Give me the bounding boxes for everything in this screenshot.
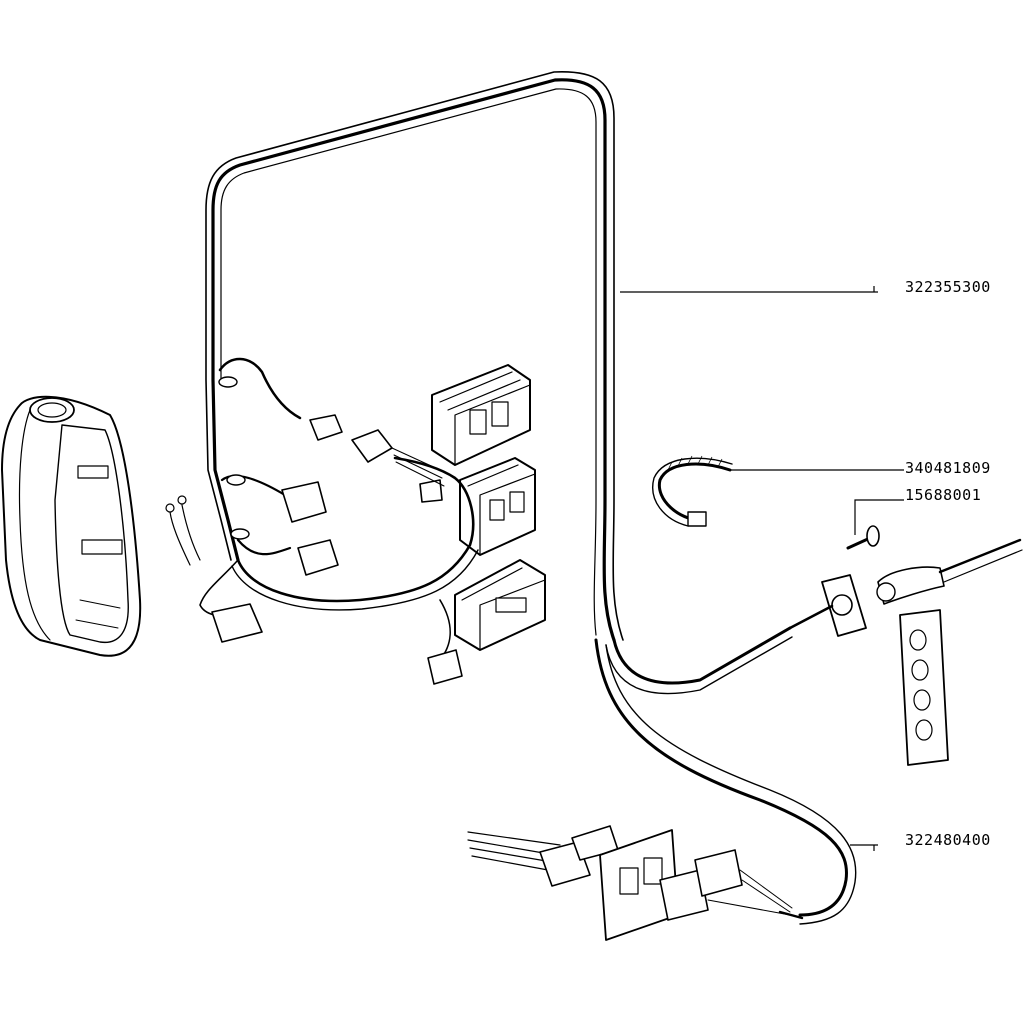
connectors: [211, 414, 463, 685]
part-label-1: 322355300: [620, 278, 991, 296]
part-label-4: 322480400: [850, 831, 991, 851]
part-label-3: 15688001: [854, 486, 981, 535]
part-number-clamp: 340481809: [905, 459, 991, 477]
lower-harness-connectors: [467, 825, 804, 941]
switch-block-upper: [431, 364, 531, 466]
switch-block-middle: [459, 457, 536, 556]
part-label-2: 340481809: [730, 459, 991, 477]
screw: [846, 525, 880, 550]
main-wiring-harness: [205, 71, 857, 925]
round-connector: [788, 538, 1023, 637]
part-number-lower-harness: 322480400: [905, 831, 991, 849]
cable-clamp: [652, 455, 733, 527]
switch-block-lower: [454, 559, 546, 651]
inner-wiring-loom: [165, 357, 479, 661]
part-number-screw: 15688001: [905, 486, 981, 504]
mounting-strip: [899, 609, 949, 766]
lamp-housing: [1, 395, 142, 657]
part-number-main-harness: 322355300: [905, 278, 991, 296]
